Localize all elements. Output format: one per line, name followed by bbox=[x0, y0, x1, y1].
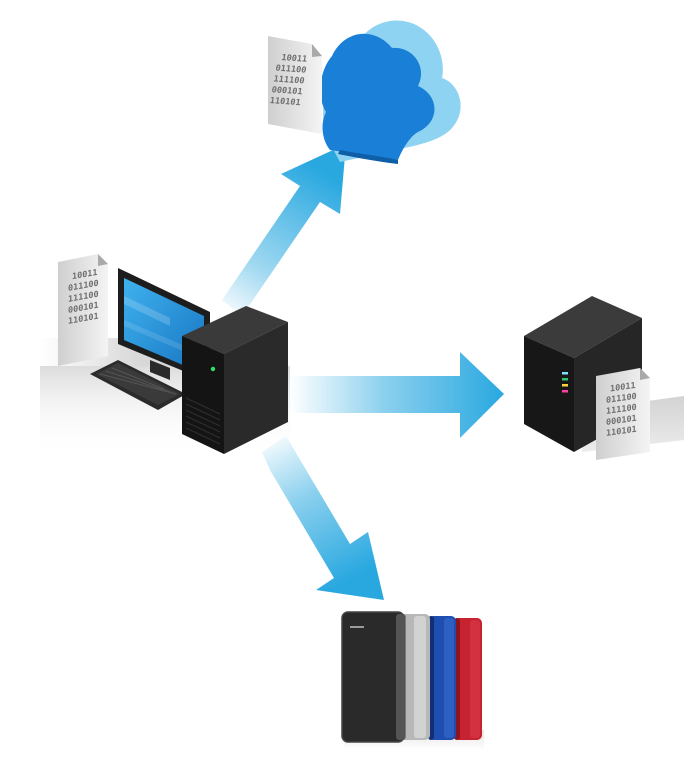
drive-blue bbox=[428, 616, 456, 740]
binary-line: 10011 bbox=[610, 381, 636, 395]
file-cloud: 10011 011100 111100 000101 110101 bbox=[268, 36, 322, 134]
keyboard bbox=[90, 360, 186, 410]
file-server: 10011 011100 111100 000101 110101 bbox=[596, 368, 650, 460]
status-lights bbox=[562, 372, 568, 393]
file-source: 10011 011100 111100 000101 110101 bbox=[58, 254, 108, 366]
binary-document-icon bbox=[268, 36, 322, 134]
binary-line: 110101 bbox=[269, 96, 302, 108]
binary-line: 011100 bbox=[606, 392, 637, 406]
external-hard-drives-icon bbox=[341, 611, 484, 750]
cloud-storage-icon bbox=[320, 20, 461, 164]
binary-line: 10011 bbox=[72, 268, 98, 282]
binary-line: 110101 bbox=[606, 425, 637, 439]
binary-line: 000101 bbox=[271, 85, 304, 97]
binary-line: 111100 bbox=[606, 403, 637, 417]
vent-grille bbox=[185, 397, 221, 445]
binary-line: 10011 bbox=[280, 53, 307, 65]
arrow-to-cloud bbox=[222, 144, 346, 316]
desktop-tower bbox=[182, 306, 288, 454]
desktop-computer-icon: 10011 011100 111100 000101 110101 bbox=[40, 254, 290, 456]
power-led bbox=[210, 366, 216, 372]
cloud-front bbox=[320, 33, 435, 160]
binary-line: 000101 bbox=[606, 414, 637, 428]
binary-line: 111100 bbox=[273, 75, 306, 87]
binary-document-icon bbox=[596, 368, 650, 460]
arrow-to-server bbox=[290, 352, 504, 438]
arrow-to-drives bbox=[262, 436, 384, 600]
binary-document-icon bbox=[58, 254, 108, 366]
drive-logo-mark bbox=[350, 626, 364, 628]
drive-red bbox=[454, 618, 482, 740]
server-icon: 10011 011100 111100 000101 110101 bbox=[524, 296, 684, 460]
drive-black bbox=[341, 611, 405, 743]
binary-line: 011100 bbox=[275, 64, 308, 76]
